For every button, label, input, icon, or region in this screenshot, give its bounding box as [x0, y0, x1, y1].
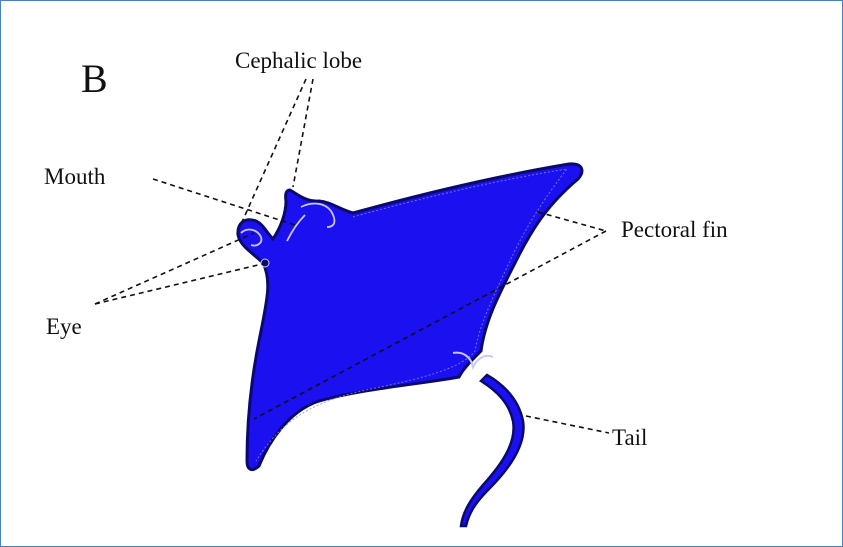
- tail-leader: [526, 416, 609, 433]
- manta-tail: [461, 375, 524, 526]
- eye-leader-2: [95, 264, 262, 304]
- label-eye: Eye: [46, 315, 82, 338]
- label-tail: Tail: [612, 426, 647, 449]
- label-pectoral-fin: Pectoral fin: [621, 218, 728, 241]
- panel-letter: B: [81, 59, 108, 99]
- label-cephalic-lobe: Cephalic lobe: [235, 49, 362, 72]
- pectoral-fin-leader-1: [538, 212, 606, 231]
- cephalic-lobe-leader-2: [293, 79, 313, 187]
- eye-shape: [261, 259, 269, 267]
- manta-body: [238, 164, 582, 470]
- mouth-leader: [153, 179, 295, 225]
- label-mouth: Mouth: [44, 165, 105, 188]
- eye-leader-1: [95, 233, 254, 304]
